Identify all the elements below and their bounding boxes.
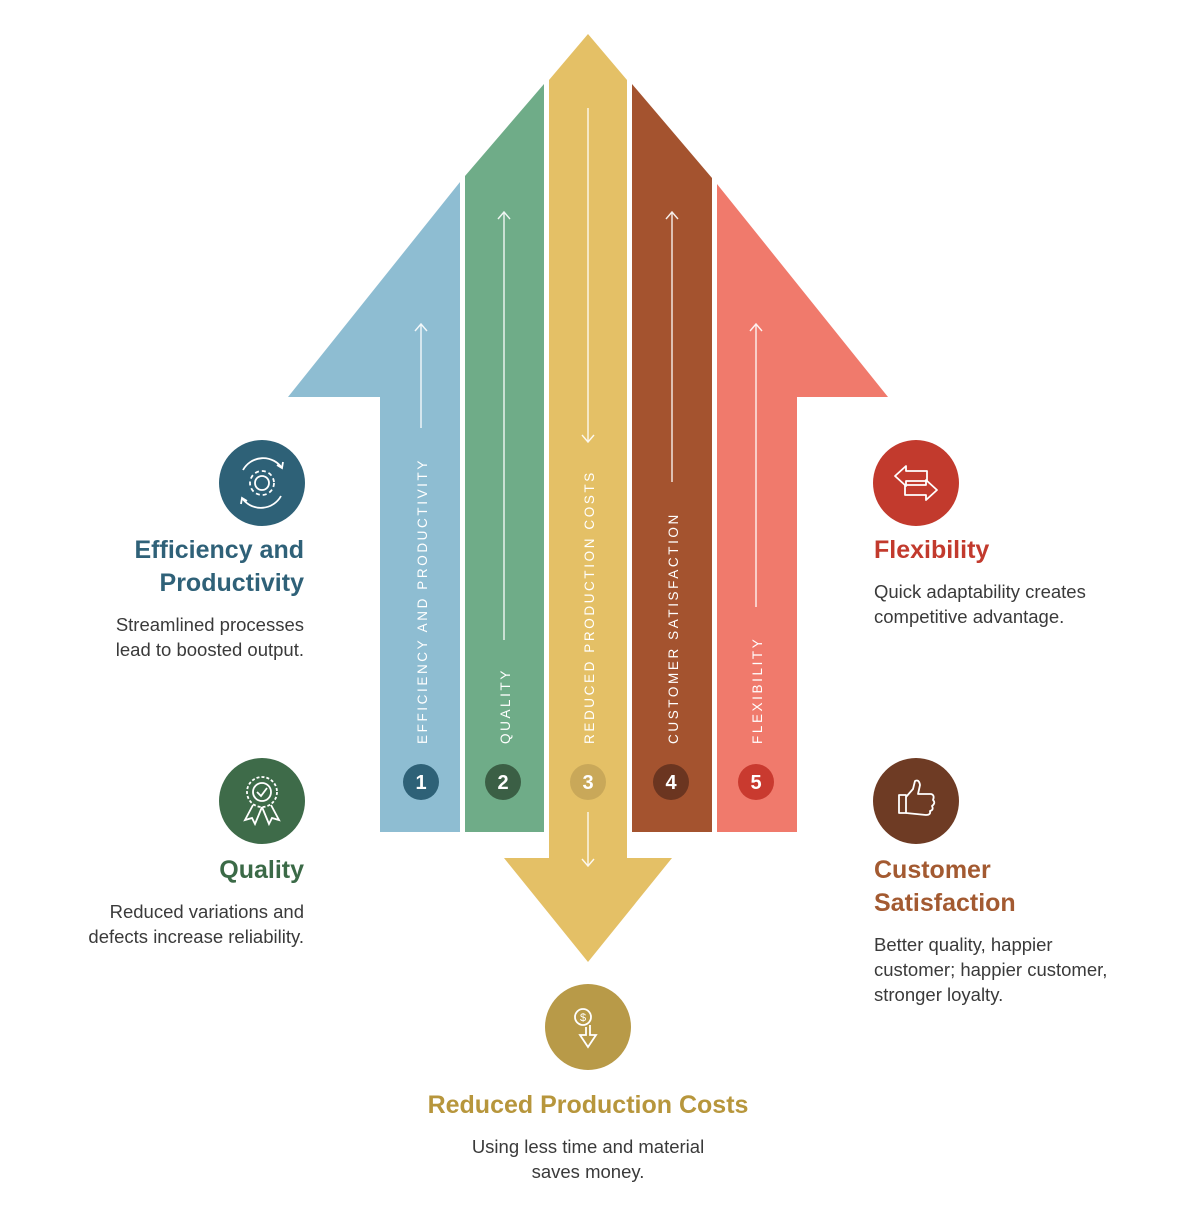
efficiency-block: Efficiency and Productivity Streamlined … — [0, 534, 304, 662]
strip-efficiency — [288, 182, 460, 832]
strip-flexibility — [717, 184, 888, 832]
strip2-up-arrow — [497, 210, 511, 640]
badge-5-number: 5 — [750, 772, 761, 794]
strip5-up-arrow — [749, 322, 763, 607]
efficiency-title-line1: Efficiency and — [134, 536, 305, 564]
strip3-down-arrow-bottom — [581, 812, 595, 868]
strip1-up-arrow — [414, 322, 428, 428]
satisfaction-block: Customer Satisfaction Better quality, ha… — [874, 854, 1174, 1007]
flexibility-desc-line1: Quick adaptability creates — [874, 581, 1086, 602]
efficiency-desc-line2: lead to boosted output. — [115, 639, 304, 660]
satisfaction-title-line1: Customer — [874, 856, 991, 884]
costs-desc-line2: saves money. — [531, 1161, 645, 1182]
thumbs-up-icon — [873, 758, 959, 844]
satisfaction-title: Customer Satisfaction — [874, 854, 1174, 920]
flexibility-desc-line2: competitive advantage. — [874, 606, 1065, 627]
satisfaction-desc-line3: stronger loyalty. — [874, 984, 1004, 1005]
efficiency-desc-line1: Streamlined processes — [115, 614, 304, 635]
badge-3-number: 3 — [582, 772, 593, 794]
satisfaction-desc-line1: Better quality, happier — [874, 934, 1053, 955]
strip3-down-arrow-top — [581, 108, 595, 444]
strip-costs — [504, 34, 672, 962]
flexibility-desc: Quick adaptability creates competitive a… — [874, 579, 1174, 629]
strip4-label: CUSTOMER SATISFACTION — [666, 512, 681, 744]
strip3-label: REDUCED PRODUCTION COSTS — [582, 470, 597, 744]
badge-4 — [653, 764, 689, 800]
costs-title: Reduced Production Costs — [427, 1091, 749, 1119]
badge-4-number: 4 — [665, 772, 677, 794]
badge-3 — [570, 764, 606, 800]
satisfaction-title-line2: Satisfaction — [874, 889, 1016, 917]
badge-2-number: 2 — [497, 772, 508, 794]
costs-desc: Using less time and material saves money… — [388, 1134, 788, 1184]
efficiency-title: Efficiency and Productivity — [0, 534, 305, 600]
satisfaction-desc: Better quality, happier customer; happie… — [874, 932, 1174, 1007]
quality-desc: Reduced variations and defects increase … — [0, 899, 304, 949]
award-ribbon-icon — [219, 758, 305, 844]
flexibility-title: Flexibility — [874, 536, 990, 564]
dollar-down-icon: $ — [545, 984, 631, 1070]
swap-arrows-icon — [873, 440, 959, 526]
quality-title: Quality — [219, 856, 304, 884]
quality-desc-line2: defects increase reliability. — [88, 926, 304, 947]
svg-text:$: $ — [580, 1012, 586, 1024]
strip5-label: FLEXIBILITY — [750, 637, 765, 744]
costs-desc-line1: Using less time and material — [471, 1136, 705, 1157]
badge-5 — [738, 764, 774, 800]
costs-block: Reduced Production Costs Using less time… — [388, 1089, 788, 1184]
efficiency-desc: Streamlined processes lead to boosted ou… — [0, 612, 304, 662]
badge-1-number: 1 — [415, 772, 426, 794]
strip1-label: EFFICIENCY AND PRODUCTIVITY — [415, 458, 430, 744]
badge-2 — [485, 764, 521, 800]
satisfaction-desc-line2: customer; happier customer, — [874, 959, 1108, 980]
flexibility-block: Flexibility Quick adaptability creates c… — [874, 534, 1174, 629]
quality-desc-line1: Reduced variations and — [109, 901, 304, 922]
gear-cycle-icon — [219, 440, 305, 526]
strip4-up-arrow — [665, 210, 679, 482]
quality-block: Quality Reduced variations and defects i… — [0, 854, 304, 949]
badge-1 — [403, 764, 439, 800]
efficiency-title-line2: Productivity — [159, 569, 304, 597]
strip2-label: QUALITY — [498, 668, 513, 744]
